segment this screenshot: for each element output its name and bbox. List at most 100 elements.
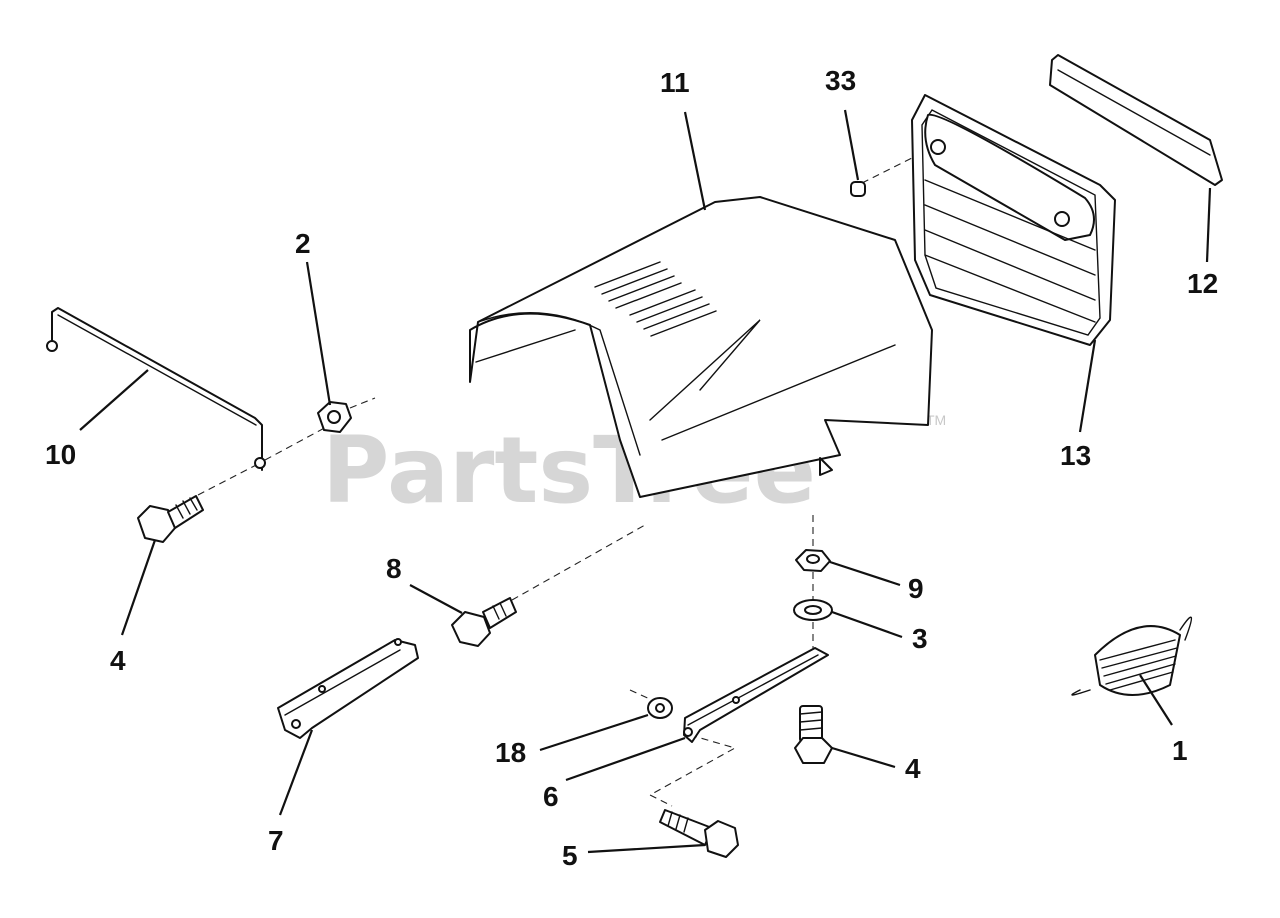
nut-9-hole: [806, 554, 820, 564]
bracket-6-hole-b: [683, 727, 693, 737]
assembly-line-4-10: [197, 461, 263, 496]
hood-vent-upper: [594, 261, 682, 309]
leader-8: [409, 584, 463, 614]
bracket-7-edge: [284, 649, 401, 716]
grille-hole-right: [1054, 211, 1070, 227]
leader-11: [683, 111, 707, 211]
flange-bolt-8: [451, 597, 517, 647]
spring-coil-body: [1094, 625, 1181, 696]
bracket-6: [683, 647, 829, 743]
leader-3: [831, 610, 903, 639]
callout-6: 6: [543, 781, 559, 812]
callout-4a: 4: [110, 645, 126, 676]
washer-18: [647, 697, 673, 719]
leader-5: [587, 843, 706, 854]
grille-frame-inner: [921, 109, 1101, 336]
spring-hooks: [1071, 616, 1193, 696]
hood: [469, 196, 933, 498]
flange-bolt-8-shank: [482, 597, 517, 629]
callout-2: 2: [295, 228, 311, 259]
leader-33: [843, 109, 860, 181]
hood-vents: [594, 261, 717, 337]
hex-bolt-4b-head: [794, 737, 833, 764]
hood-rod-body: [51, 307, 263, 471]
assembly-lines: [197, 157, 913, 807]
hex-bolt-4b: [794, 705, 833, 764]
leader-1: [1139, 674, 1173, 726]
leader-4a: [120, 539, 157, 636]
grille: [911, 94, 1116, 346]
callout-7: 7: [268, 825, 284, 856]
leader-4b: [831, 746, 896, 769]
bracket-7: [277, 638, 419, 739]
callout-33: 33: [825, 65, 856, 96]
hood-rod: [46, 307, 266, 471]
spring: [1071, 616, 1193, 696]
leader-13: [1078, 339, 1097, 433]
bracket-7-hole-c: [291, 719, 301, 729]
nut-2-hole: [327, 410, 341, 424]
bracket-7-hole-a: [318, 685, 326, 693]
assembly-line-18: [629, 689, 653, 701]
shoulder-bolt-5-thread: [667, 811, 689, 833]
callout-12: 12: [1187, 268, 1218, 299]
hood-vent-lower: [629, 289, 717, 337]
header-panel-edge: [1057, 69, 1211, 156]
hood-lower-line: [661, 344, 896, 441]
washer-18-inner: [655, 703, 665, 713]
washer-3-inner: [804, 605, 822, 615]
callout-18: 18: [495, 737, 526, 768]
hex-bolt-4a-shank: [167, 495, 204, 529]
flange-bolt-8-head: [451, 611, 491, 647]
callout-4b: 4: [905, 753, 921, 784]
header-panel-body: [1049, 54, 1223, 186]
watermark-trademark: TM: [926, 412, 946, 428]
callout-5: 5: [562, 840, 578, 871]
hood-inner-edge: [477, 311, 641, 456]
hood-rod-edge: [57, 314, 257, 426]
leader-10: [79, 369, 149, 431]
assembly-line-2-hood: [349, 397, 376, 409]
plug-33-body: [850, 181, 866, 197]
grille-louvers: [924, 179, 1096, 323]
hex-bolt-4a-thread: [175, 497, 198, 519]
hood-crease: [649, 319, 761, 421]
hood-rod-eye-right: [254, 457, 266, 469]
callout-3: 3: [912, 623, 928, 654]
grille-hole-left: [930, 139, 946, 155]
hex-bolt-4b-shank: [799, 705, 823, 743]
hood-side-line: [475, 329, 576, 363]
grille-upper-bar: [924, 113, 1095, 241]
bracket-6-hole-a: [732, 696, 740, 704]
header-panel: [1049, 54, 1223, 186]
callout-9: 9: [908, 573, 924, 604]
leader-9: [829, 560, 901, 587]
spring-coils: [1099, 639, 1178, 691]
assembly-line-6-5: [648, 734, 737, 807]
leader-12: [1205, 187, 1212, 263]
leader-18: [539, 713, 649, 752]
shoulder-bolt-5: [659, 809, 739, 858]
callout-labels: 11 33 12 2 10 13 4 8 9 3 1 18 4 6 7 5: [45, 65, 1218, 871]
assembly-line-10-2: [264, 424, 331, 461]
leader-6: [565, 736, 686, 782]
callout-10: 10: [45, 439, 76, 470]
bracket-6-edge: [687, 654, 819, 726]
hex-bolt-4b-thread: [799, 711, 823, 731]
hood-rod-eye-left: [46, 340, 58, 352]
callout-8: 8: [386, 553, 402, 584]
assembly-line-33-grille: [861, 157, 913, 184]
assembly-line-8-hood: [511, 524, 646, 601]
leader-2: [305, 261, 332, 406]
bracket-7-hole-b: [394, 638, 402, 646]
nut-9: [795, 549, 831, 572]
hex-bolt-4a: [137, 495, 204, 543]
plug-33: [850, 181, 866, 197]
shoulder-bolt-5-head: [704, 820, 739, 858]
leader-lines: [79, 109, 1212, 854]
callout-13: 13: [1060, 440, 1091, 471]
flange-bolt-8-thread: [492, 602, 507, 620]
washer-3: [793, 599, 833, 621]
callout-11: 11: [660, 67, 690, 98]
